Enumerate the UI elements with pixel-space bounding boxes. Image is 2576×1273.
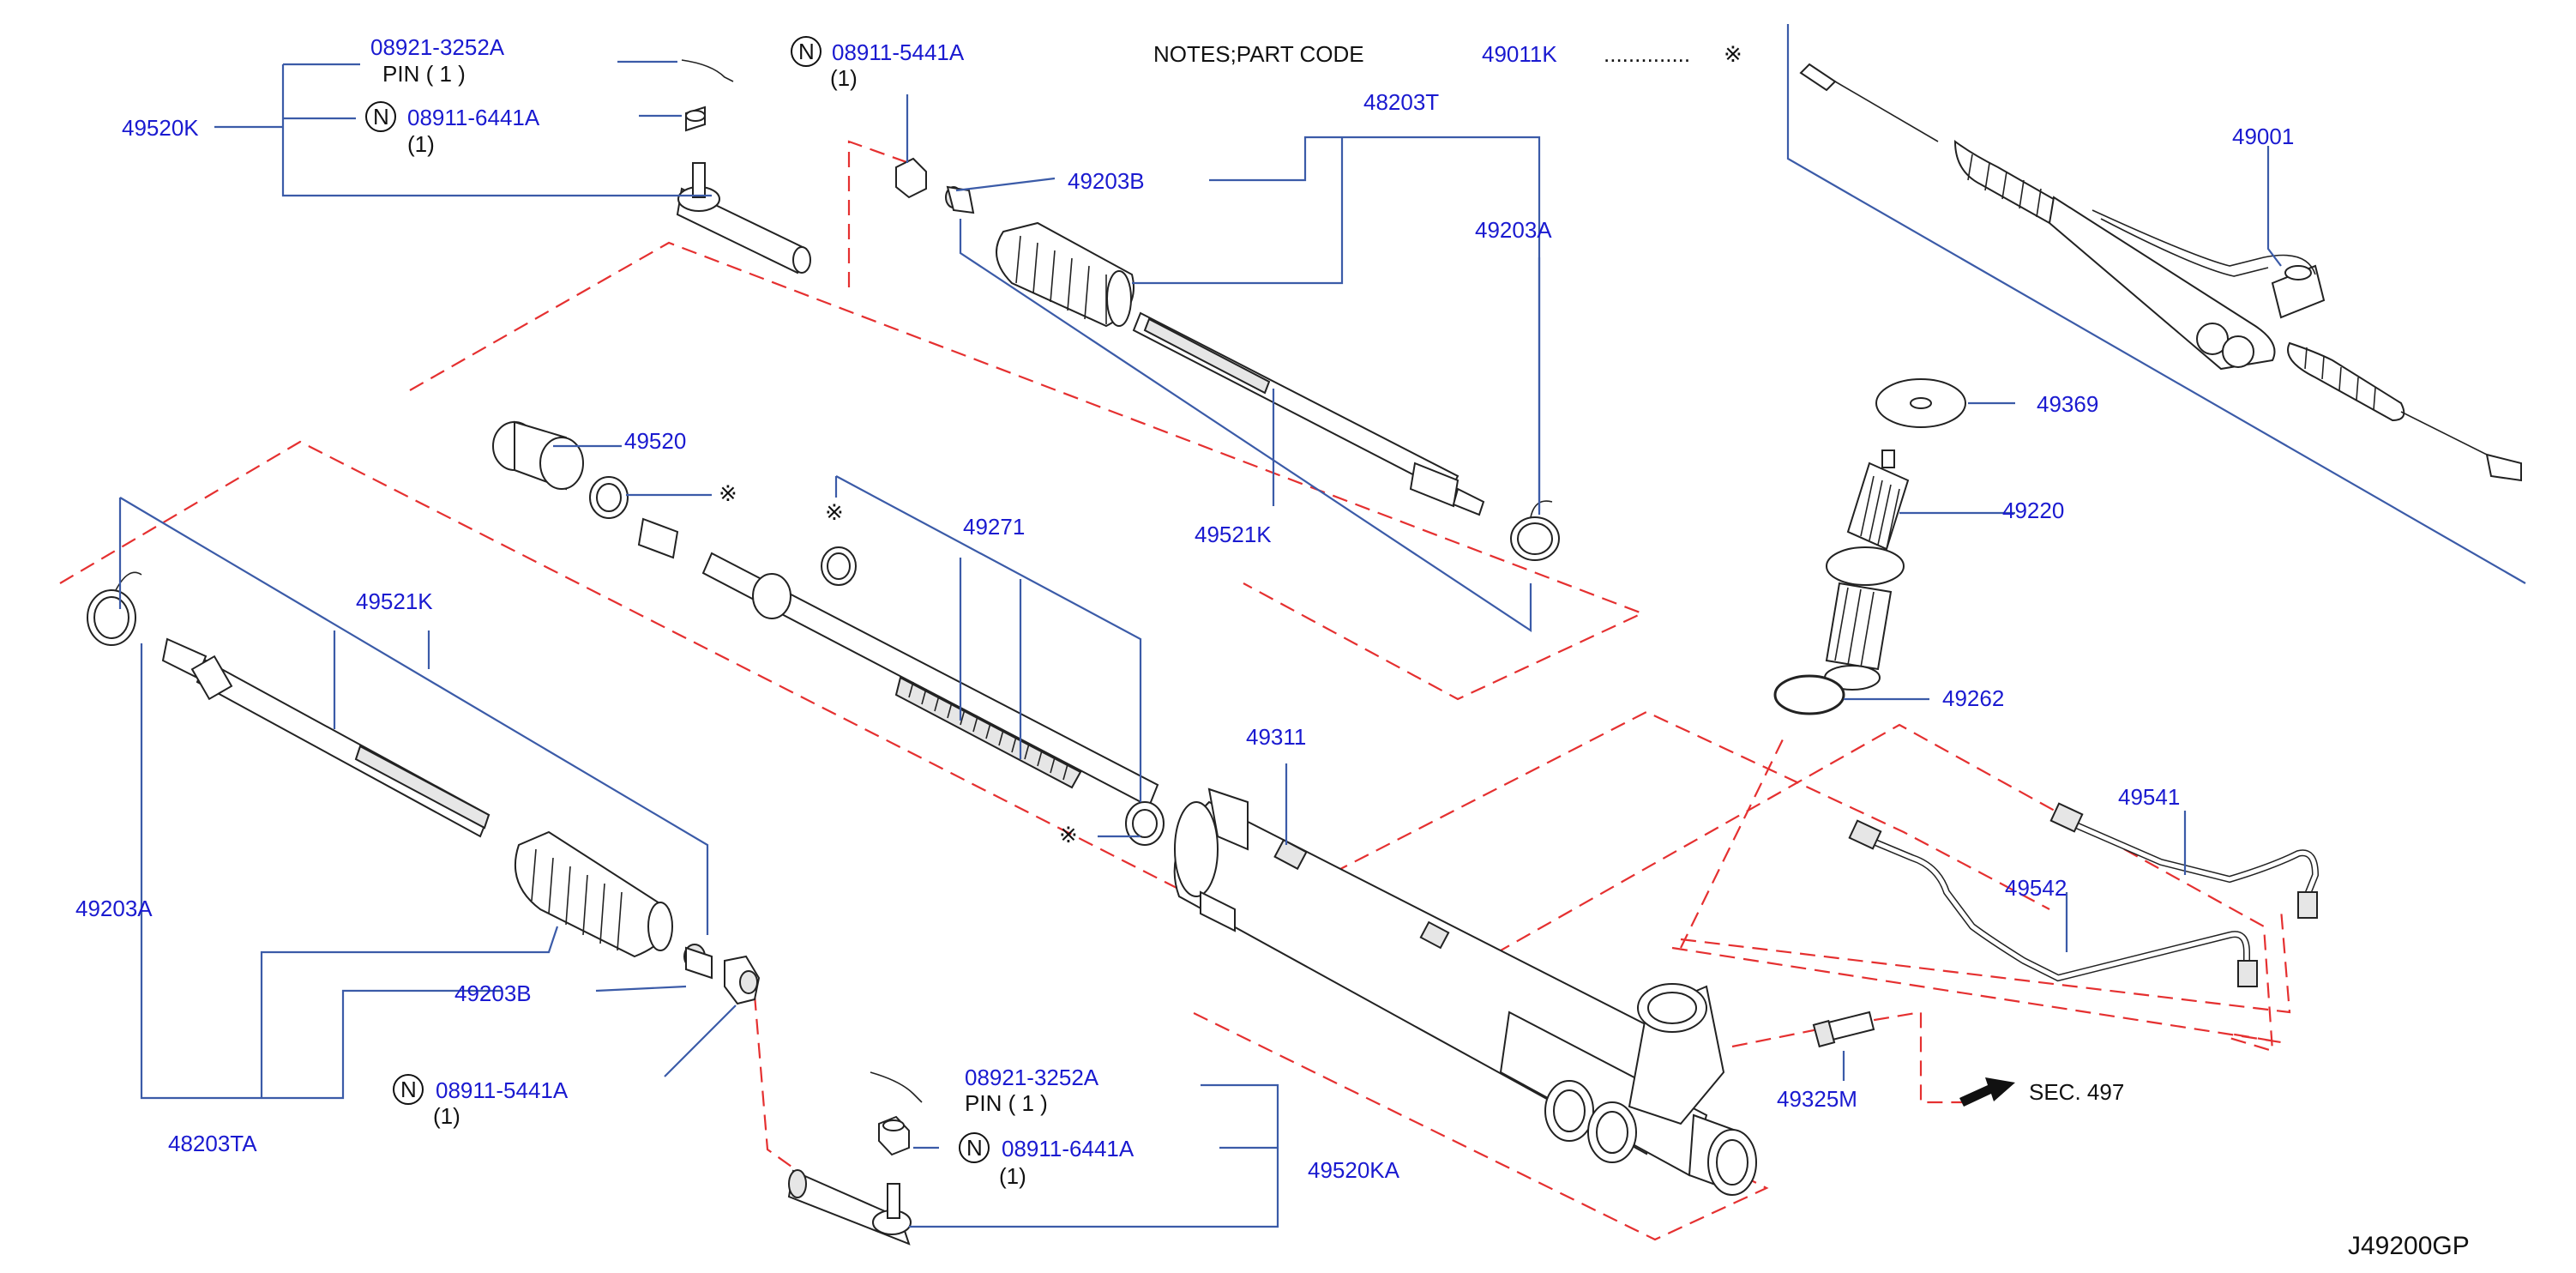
label-49369[interactable]: 49369 <box>2037 391 2098 417</box>
n-circle-icon <box>791 36 822 67</box>
o-ring-49262 <box>1773 674 1845 715</box>
label-qty-5441-top: (1) <box>830 65 858 91</box>
inner-tie-rod-left <box>161 637 491 838</box>
sec-arrow <box>1959 1077 2015 1107</box>
tie-rod-end-top <box>676 59 811 275</box>
label-qty-6441-bottom: (1) <box>999 1163 1026 1189</box>
clamp-small-left <box>683 944 713 980</box>
clamp-right-top <box>1510 500 1560 561</box>
label-08911-6441A-top[interactable]: 08911-6441A <box>407 105 540 130</box>
label-48203TA[interactable]: 48203TA <box>168 1131 257 1156</box>
label-49521K-mid[interactable]: 49521K <box>1195 522 1272 547</box>
part-drawings <box>87 59 2522 1246</box>
notes-dots: .............. <box>1604 41 1690 67</box>
tie-rod-end-bottom <box>787 1071 923 1246</box>
n-mark: N <box>400 1077 417 1102</box>
label-08911-5441A-top[interactable]: 08911-5441A <box>832 39 965 65</box>
n-circle-icon <box>365 101 396 132</box>
boot-left <box>514 830 673 958</box>
leader-lines <box>118 24 2526 1228</box>
inner-tie-rod-top <box>1132 311 1485 516</box>
n-circle-icon <box>959 1132 990 1163</box>
asterisk-49520: ※ <box>719 480 737 506</box>
clamp-left <box>87 571 142 646</box>
labels: 08921-3252A PIN ( 1 ) 49520K N 08911-644… <box>75 34 2470 1260</box>
label-49203A-left[interactable]: 49203A <box>75 896 153 921</box>
pinion-49220 <box>1824 449 1910 691</box>
label-49203A-right[interactable]: 49203A <box>1475 217 1552 243</box>
nut-top <box>895 157 975 214</box>
bolt-49325M <box>1812 1011 1875 1048</box>
label-49001[interactable]: 49001 <box>2232 124 2294 149</box>
label-49325M[interactable]: 49325M <box>1777 1086 1857 1112</box>
rack-49271 <box>637 517 1165 846</box>
gear-assembly-49001 <box>1799 63 2522 482</box>
asterisk-ring: ※ <box>825 499 844 525</box>
boot-top <box>996 221 1135 328</box>
label-49521K-left[interactable]: 49521K <box>356 588 433 614</box>
pipes <box>1848 802 2320 987</box>
label-08921-3252A-top[interactable]: 08921-3252A <box>370 34 505 60</box>
label-49271[interactable]: 49271 <box>963 514 1025 540</box>
label-qty-6441-top: (1) <box>407 131 435 157</box>
label-08911-5441A-bottom[interactable]: 08911-5441A <box>436 1077 569 1103</box>
label-48203T[interactable]: 48203T <box>1363 89 1439 115</box>
label-49220[interactable]: 49220 <box>2002 498 2064 523</box>
n-mark: N <box>798 39 815 64</box>
label-sec-497[interactable]: SEC. 497 <box>2029 1079 2124 1105</box>
label-08911-6441A-bottom[interactable]: 08911-6441A <box>1002 1136 1135 1161</box>
label-08921-3252A-bottom[interactable]: 08921-3252A <box>965 1065 1099 1090</box>
n-mark: N <box>373 104 389 130</box>
label-qty-5441-bottom: (1) <box>433 1103 460 1129</box>
asterisk-rack: ※ <box>1059 822 1078 848</box>
label-49203B-top[interactable]: 49203B <box>1068 168 1145 194</box>
label-49262[interactable]: 49262 <box>1942 685 2004 711</box>
label-49541[interactable]: 49541 <box>2118 784 2180 810</box>
rack-housing <box>1173 787 1757 1196</box>
nut-left <box>724 955 761 1005</box>
washer-49369 <box>1875 378 1966 428</box>
label-49520KA[interactable]: 49520KA <box>1308 1157 1400 1183</box>
diagram-id: J49200GP <box>2348 1232 2470 1260</box>
label-49311[interactable]: 49311 <box>1246 724 1306 750</box>
label-49520[interactable]: 49520 <box>624 428 686 454</box>
notes-label: NOTES;PART CODE <box>1153 41 1364 67</box>
label-49203B-bottom[interactable]: 49203B <box>454 980 532 1006</box>
n-circle-icon <box>393 1074 424 1105</box>
label-pin-top: PIN ( 1 ) <box>382 61 466 87</box>
notes-code[interactable]: 49011K <box>1482 41 1557 67</box>
label-pin-bottom: PIN ( 1 ) <box>965 1090 1048 1116</box>
label-49542[interactable]: 49542 <box>2005 875 2067 901</box>
label-49520K[interactable]: 49520K <box>122 115 199 141</box>
n-mark: N <box>966 1135 983 1161</box>
assembly-dashed-lines <box>59 140 2291 1241</box>
notes-mark: ※ <box>1724 41 1742 67</box>
bushing-49520 <box>492 420 629 519</box>
